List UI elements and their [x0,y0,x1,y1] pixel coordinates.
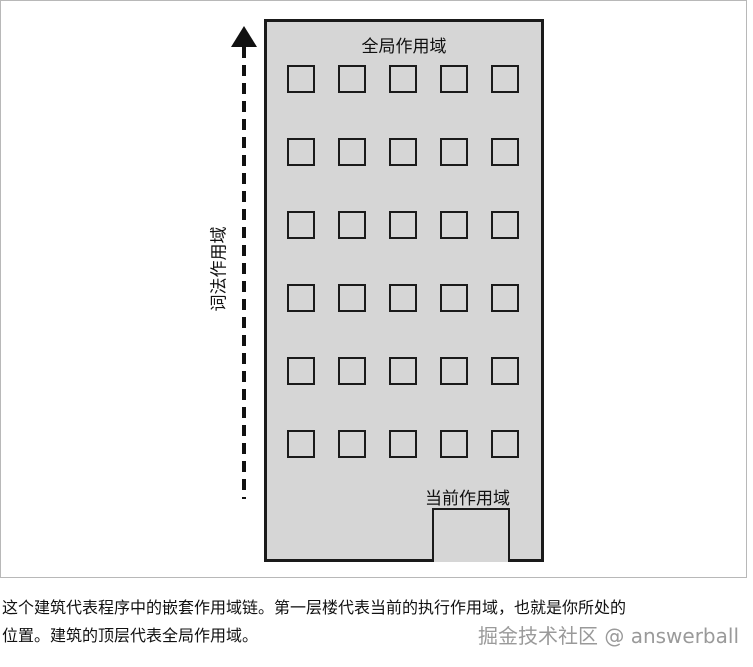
window [491,211,519,239]
lexical-scope-arrow [242,47,246,499]
caption-line: 位置。建筑的顶层代表全局作用域。 [2,626,259,645]
window [338,65,366,93]
door [432,508,510,562]
window [491,138,519,166]
window [287,430,315,458]
window [440,284,468,312]
window [389,138,417,166]
window [389,430,417,458]
window [338,284,366,312]
window [287,65,315,93]
window [338,430,366,458]
window [440,138,468,166]
window [491,284,519,312]
figure: 词法作用域 全局作用域 当前作用域 [0,0,747,578]
window [440,211,468,239]
watermark: 掘金技术社区 @ answerball [477,624,739,648]
caption-line: 这个建筑代表程序中的嵌套作用域链。第一层楼代表当前的执行作用域，也就是你所处的 [2,598,627,617]
window [389,357,417,385]
figure-caption: 这个建筑代表程序中的嵌套作用域链。第一层楼代表当前的执行作用域，也就是你所处的 … [2,594,750,650]
window [491,430,519,458]
window [338,138,366,166]
window [440,357,468,385]
window [491,65,519,93]
window [287,211,315,239]
lexical-scope-label: 词法作用域 [209,226,230,312]
window [287,357,315,385]
global-scope-label: 全局作用域 [361,37,447,57]
window [389,284,417,312]
building: 全局作用域 当前作用域 [264,19,544,562]
window [440,430,468,458]
window [491,357,519,385]
window [338,357,366,385]
current-scope-label: 当前作用域 [425,489,510,509]
window [389,65,417,93]
window [440,65,468,93]
window [287,138,315,166]
window [287,284,315,312]
window [338,211,366,239]
window [389,211,417,239]
up-arrow-icon [231,26,257,47]
